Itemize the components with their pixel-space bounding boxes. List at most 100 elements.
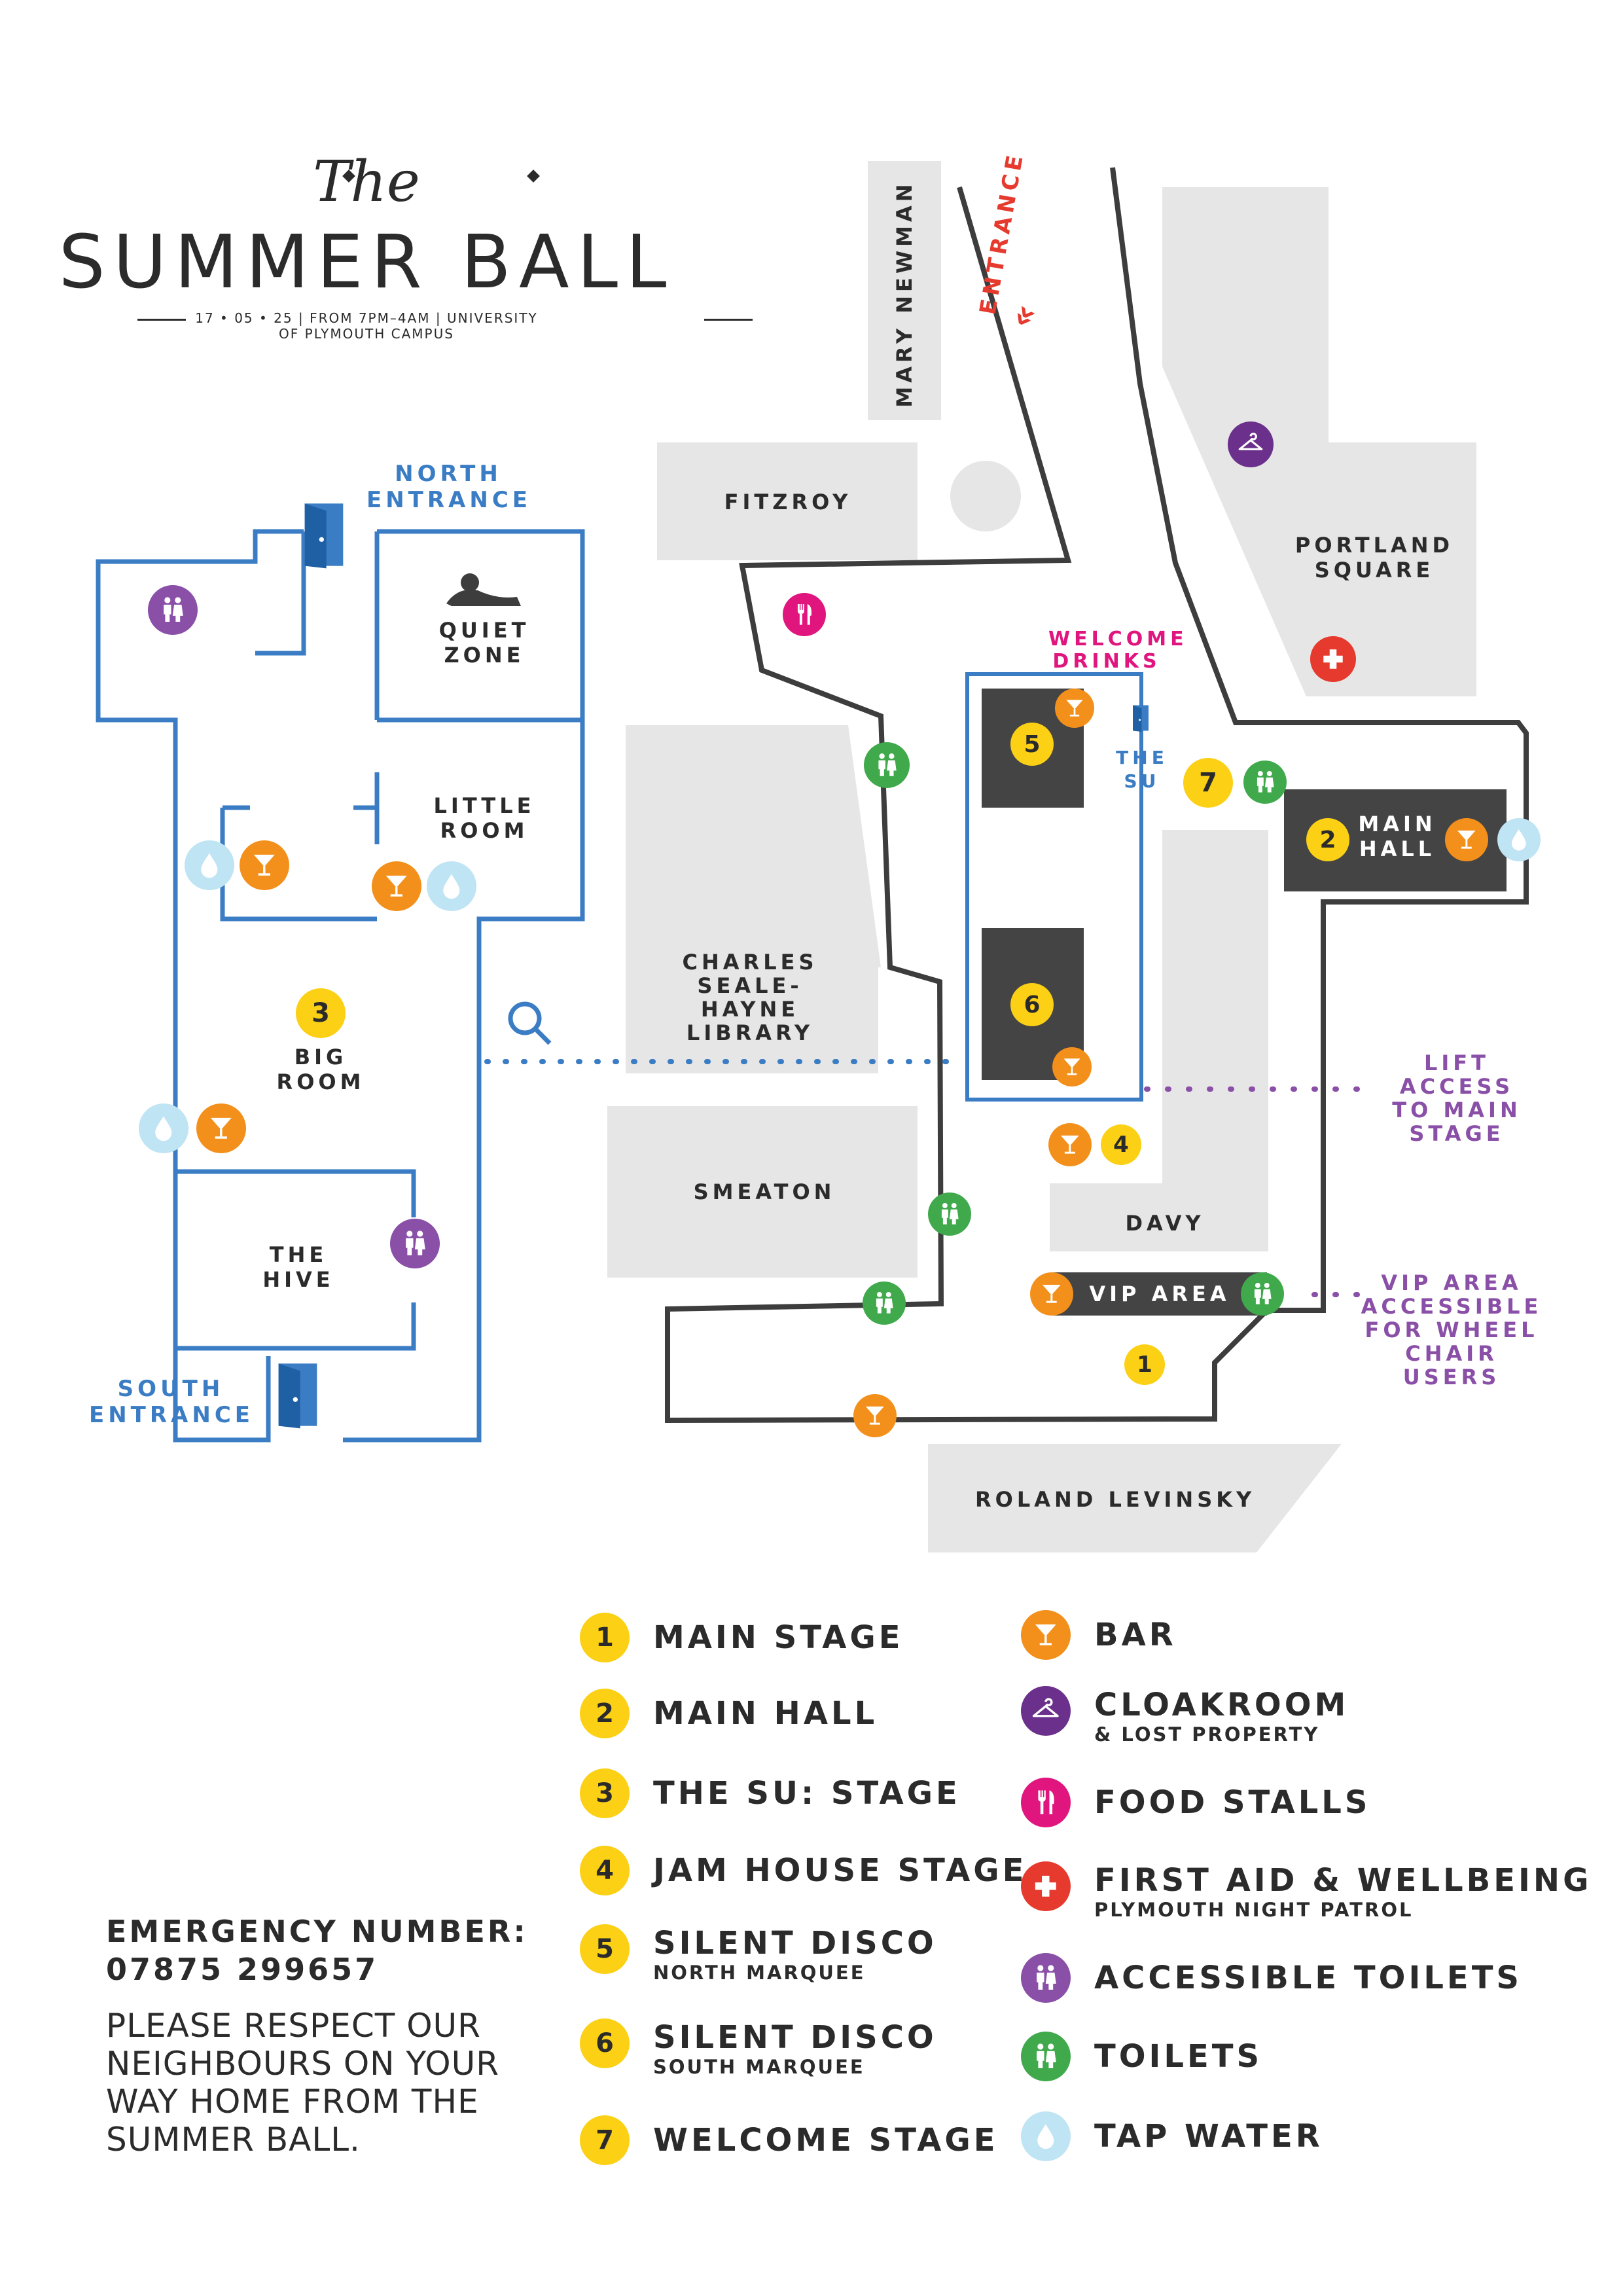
legend-stage-number: 1	[580, 1613, 630, 1662]
stage-marker-5: 5	[1010, 723, 1054, 766]
legend-stage-3: 3 THE SU: STAGE	[580, 1768, 961, 1818]
label-davy: DAVY	[1125, 1211, 1205, 1236]
legend-stage-number: 7	[580, 2115, 630, 2165]
bar-icon	[1052, 1047, 1092, 1086]
label-north-entrance: NORTH ENTRANCE	[366, 461, 531, 513]
accessible-toilets-icon	[1021, 1953, 1071, 2003]
legend-stage-label: MAIN HALL	[653, 1695, 878, 1732]
label-main-hall: MAIN HALL	[1358, 812, 1436, 861]
building-portland-square	[1162, 187, 1476, 696]
bar-icon	[196, 1103, 246, 1153]
legend-label: CLOAKROOM	[1094, 1687, 1349, 1723]
stage-marker-6: 6	[1010, 983, 1054, 1026]
label-smeaton: SMEATON	[693, 1179, 836, 1204]
stage-marker-1: 1	[1124, 1344, 1165, 1385]
label-portland-square: PORTLAND SQUARE	[1294, 533, 1454, 583]
su-door-icon	[1133, 705, 1149, 732]
tap-water-icon	[185, 840, 234, 890]
su-hive-walls	[175, 1169, 416, 1351]
label-big-room: BIG ROOM	[276, 1045, 365, 1094]
label-mary-newman: MARY NEWMAN	[892, 180, 917, 408]
stage-marker-2: 2	[1306, 818, 1349, 861]
label-quiet-zone: QUIET ZONE	[438, 618, 530, 668]
accessible-toilets-icon	[390, 1219, 440, 1268]
label-charles-seale-hayne: CHARLES SEALE-HAYNE LIBRARY	[682, 950, 818, 1045]
emergency-block: EMERGENCY NUMBER: 07875 299657	[106, 1912, 528, 1988]
legend-stage-7: 7 WELCOME STAGE	[580, 2115, 999, 2165]
tap-water-icon	[1497, 818, 1541, 861]
label-the-su: THE SU	[1116, 747, 1168, 792]
quiet-zone-icon	[446, 573, 521, 606]
tap-water-icon	[139, 1103, 188, 1153]
legend-stage-number: 5	[580, 1924, 630, 1974]
site-boundary	[665, 167, 1529, 1424]
legend-label: TAP WATER	[1094, 2118, 1323, 2155]
north-entrance-door-icon	[304, 503, 344, 569]
event-subtitle: 17 • 05 • 25 | FROM 7PM–4AM | UNIVERSITY…	[195, 310, 538, 342]
building-charles-seale-hayne	[626, 725, 881, 1073]
bar-icon	[853, 1394, 897, 1437]
legend-stage-label: SILENT DISCO	[653, 2019, 937, 2056]
legend-stage-number: 4	[580, 1846, 630, 1895]
stage-marker-7: 7	[1183, 758, 1233, 808]
legend-stage-label: MAIN STAGE	[653, 1619, 904, 1656]
legend-stage-1: 1 MAIN STAGE	[580, 1613, 904, 1662]
label-little-room: LITTLE ROOM	[433, 793, 535, 843]
magnifier-icon	[508, 1001, 552, 1045]
emergency-number: 07875 299657	[106, 1952, 379, 1987]
bar-icon	[1055, 689, 1094, 728]
legend-stage-number: 6	[580, 2018, 630, 2068]
legend-accessible-toilets: ACCESSIBLE TOILETS	[1021, 1953, 1522, 2003]
bar-icon	[372, 861, 421, 911]
su-little-room-walls	[220, 772, 380, 922]
legend-label: ACCESSIBLE TOILETS	[1094, 1960, 1522, 1996]
building-mary-newman	[868, 161, 941, 420]
food-stalls-icon	[783, 593, 826, 636]
legend-food-stalls: FOOD STALLS	[1021, 1778, 1370, 1827]
toilets-icon	[863, 1282, 906, 1325]
page-title: SUMMER BALL	[58, 220, 675, 305]
label-south-entrance: SOUTH ENTRANCE	[89, 1376, 254, 1428]
legend-stage-number: 3	[580, 1768, 630, 1818]
emergency-label: EMERGENCY NUMBER:	[106, 1914, 528, 1949]
building-davy	[1050, 830, 1268, 1251]
label-vip-area: VIP AREA	[1089, 1282, 1230, 1306]
legend-stage-4: 4 JAM HOUSE STAGE	[580, 1846, 1027, 1895]
legend-toilets: TOILETS	[1021, 2032, 1262, 2081]
food-icon	[1021, 1778, 1071, 1827]
tap-water-icon	[1021, 2111, 1071, 2161]
legend-stage-label: THE SU: STAGE	[653, 1775, 961, 1812]
building-roland-levinsky	[928, 1444, 1342, 1552]
first-aid-icon	[1021, 1861, 1071, 1911]
label-the-hive: THE HIVE	[262, 1242, 334, 1292]
label-welcome-drinks: WELCOME DRINKS	[1048, 628, 1188, 673]
subtitle-rule-left	[137, 319, 186, 321]
cloakroom-icon	[1021, 1686, 1071, 1736]
legend-stage-label: JAM HOUSE STAGE	[653, 1852, 1027, 1889]
label-fitzroy: FITZROY	[724, 490, 852, 514]
legend-label: TOILETS	[1094, 2038, 1263, 2075]
toilets-icon	[1241, 1272, 1284, 1316]
legend-stage-label: SILENT DISCO	[653, 1925, 937, 1962]
legend-label: BAR	[1094, 1617, 1177, 1653]
building-fitzroy	[657, 442, 918, 560]
roundabout	[950, 461, 1021, 531]
su-north-walls	[255, 531, 380, 720]
legend-sublabel: & LOST PROPERTY	[1094, 1723, 1320, 1746]
bar-icon	[1021, 1610, 1071, 1660]
legend-stage-number: 2	[580, 1689, 630, 1738]
building-smeaton	[607, 1106, 918, 1278]
toilets-icon	[864, 742, 910, 788]
legend-bar: BAR	[1021, 1610, 1177, 1660]
toilets-icon	[1243, 761, 1287, 804]
subtitle-rule-right	[704, 319, 753, 321]
label-lift-access: LIFT ACCESS TO MAIN STAGE	[1392, 1050, 1522, 1146]
legend-tap-water: TAP WATER	[1021, 2111, 1323, 2161]
label-vip-accessible: VIP AREA ACCESSIBLE FOR WHEEL CHAIR USER…	[1361, 1270, 1543, 1390]
neighbours-note: PLEASE RESPECT OUR NEIGHBOURS ON YOUR WA…	[106, 2007, 499, 2159]
legend-cloakroom: CLOAKROOM& LOST PROPERTY	[1021, 1686, 1349, 1745]
su-outer-wall	[96, 529, 304, 1443]
legend-stage-2: 2 MAIN HALL	[580, 1689, 878, 1738]
